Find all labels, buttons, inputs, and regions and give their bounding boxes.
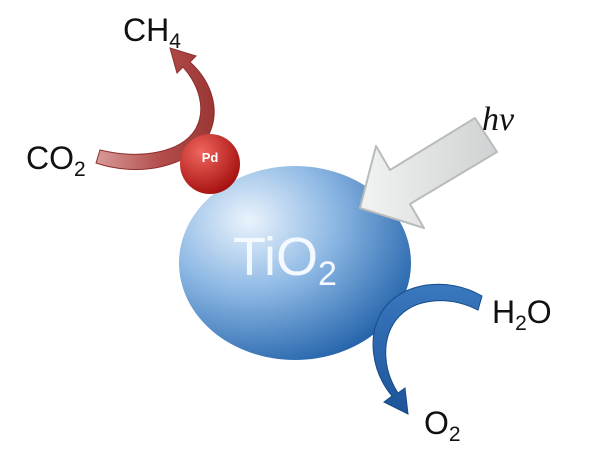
light-arrow: [359, 117, 498, 229]
tio2-particle: [179, 166, 411, 360]
product-o2-label: O2: [424, 405, 461, 446]
reactant-h2o-label: H2O: [492, 294, 552, 335]
oxidation-arrow: [372, 283, 483, 415]
pd-label: Pd: [201, 150, 219, 165]
product-ch4-label: CH4: [123, 12, 181, 53]
pd-nanoparticle: [180, 134, 240, 194]
light-hv-label: hν: [482, 101, 515, 138]
reactant-co2-label: CO2: [26, 140, 86, 181]
tio2-label: TiO2: [233, 227, 337, 293]
